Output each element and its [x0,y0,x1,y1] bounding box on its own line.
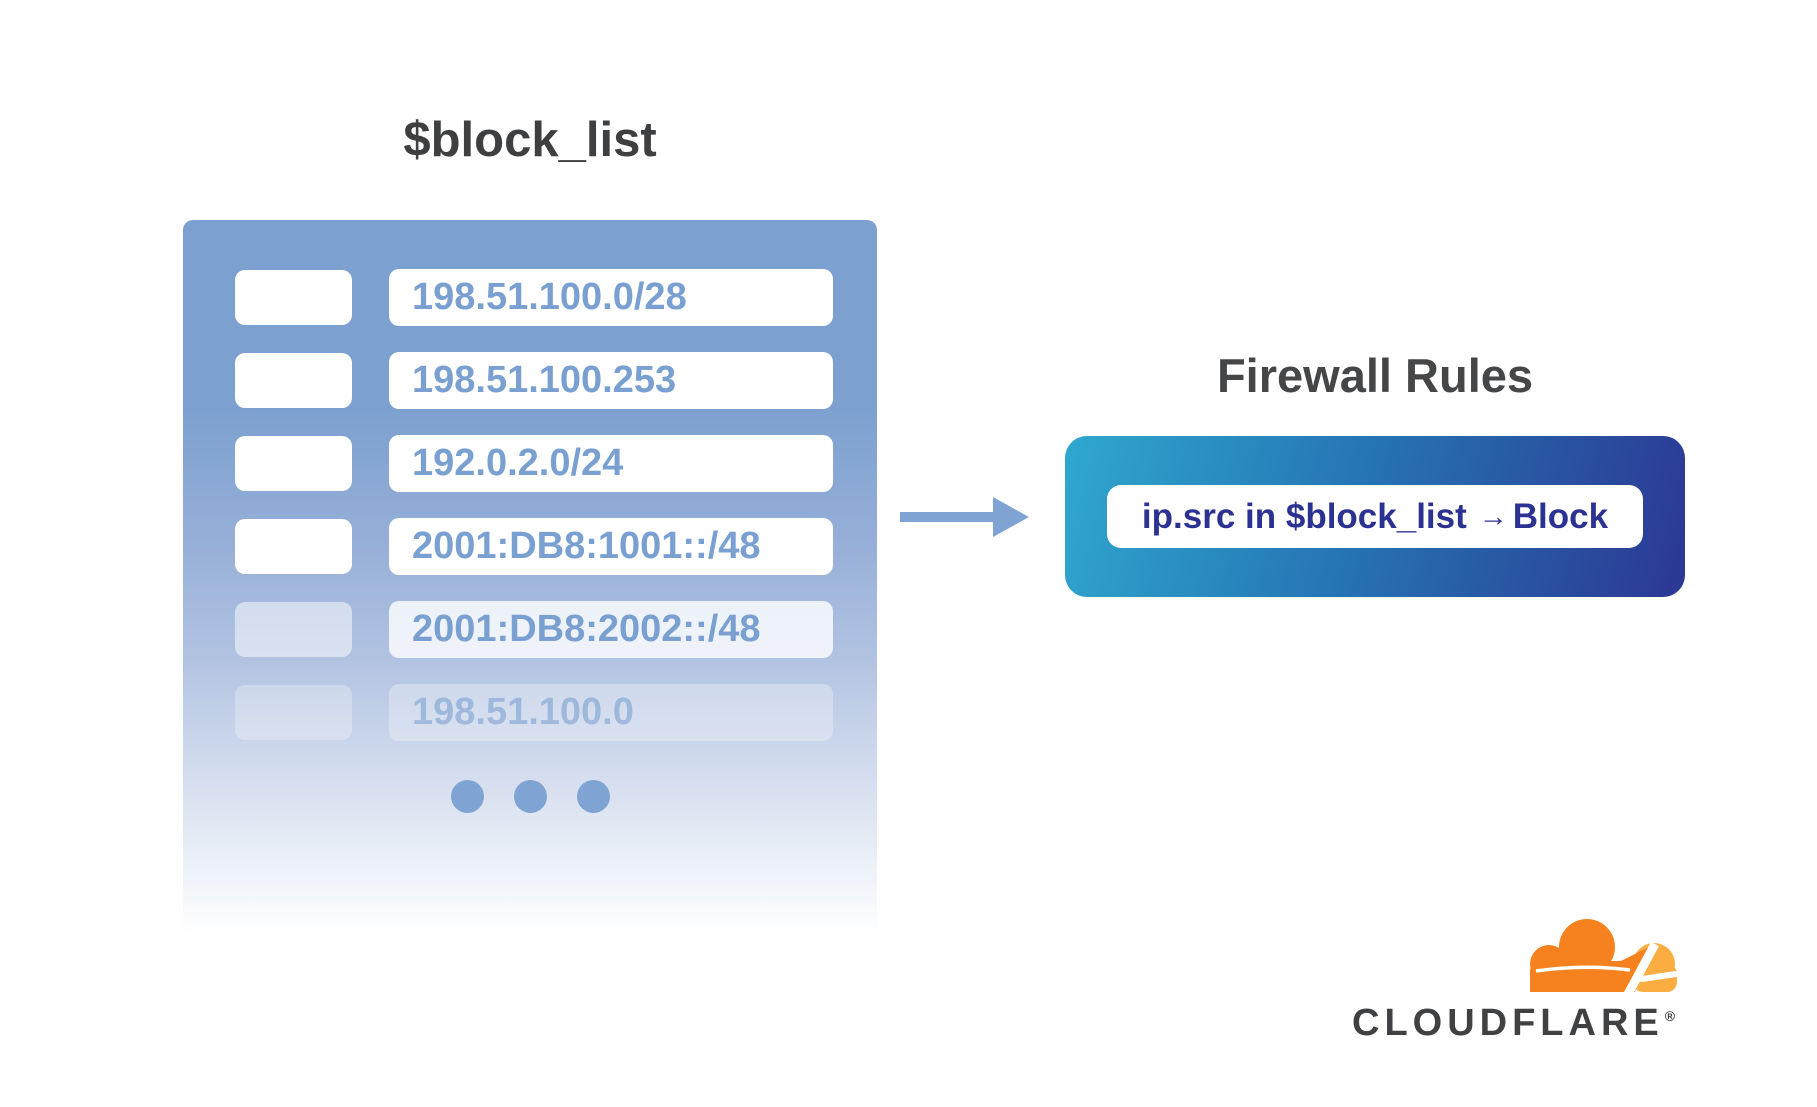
row-ip-value: 2001:DB8:1001::/48 [389,518,833,575]
list-row: 2001:DB8:1001::/48 [235,518,877,575]
firewall-rules-title: Firewall Rules [1216,349,1534,402]
row-ip-value: 2001:DB8:2002::/48 [389,601,833,658]
cloudflare-wordmark: CLOUDFLARE® [1352,1002,1702,1045]
cloudflare-cloud-icon [1530,919,1679,996]
row-marker [235,270,352,325]
firewall-rule-card: ip.src in $block_list → Block [1065,436,1685,597]
list-row: 2001:DB8:2002::/48 [235,601,877,658]
dot-icon [513,780,547,813]
list-row: 198.51.100.0 [235,684,877,741]
rule-expression: ip.src in $block_list [1141,496,1467,536]
row-marker [235,436,352,491]
dot-icon [450,780,484,813]
ellipsis-dots [183,780,877,813]
row-ip-value: 198.51.100.0 [389,684,833,741]
row-marker [235,602,352,657]
row-marker [235,685,352,740]
row-marker [235,353,352,408]
row-ip-value: 198.51.100.253 [389,352,833,409]
row-ip-value: 192.0.2.0/24 [389,435,833,492]
block-list-title: $block_list [403,113,657,167]
cloudflare-logo: CLOUDFLARE® [1352,914,1702,1045]
registered-mark: ® [1664,1008,1676,1025]
row-ip-value: 198.51.100.0/28 [389,269,833,326]
rule-arrow-icon: → [1478,501,1508,533]
cloudflare-wordmark-text: CLOUDFLARE [1352,1002,1664,1044]
row-marker [235,519,352,574]
block-list-panel: 198.51.100.0/28 198.51.100.253 192.0.2.0… [183,220,877,937]
firewall-rule-pill: ip.src in $block_list → Block [1107,485,1643,548]
arrow-right-icon [900,497,1029,537]
list-row: 192.0.2.0/24 [235,435,877,492]
dot-icon [576,780,610,813]
list-row: 198.51.100.253 [235,352,877,409]
rule-action: Block [1512,496,1609,536]
list-row: 198.51.100.0/28 [235,269,877,326]
